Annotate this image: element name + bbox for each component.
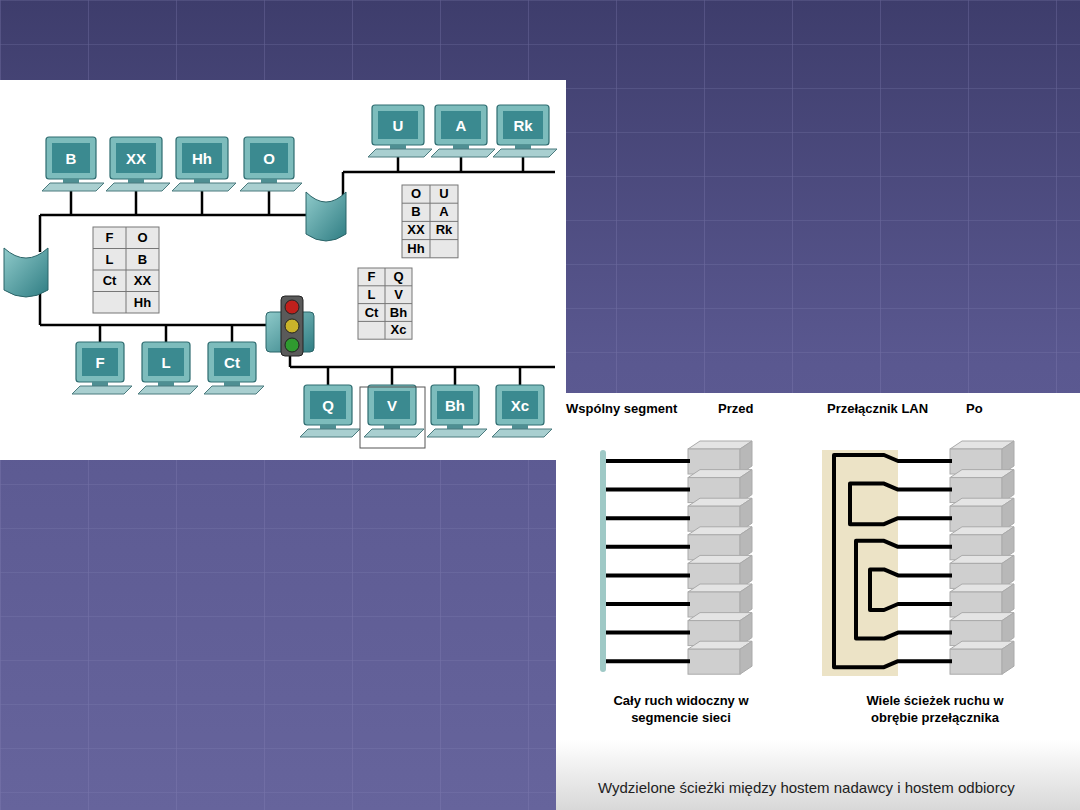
slide-caption: Wydzielone ścieżki między hostem nadawcy… [598, 779, 1068, 796]
bridge-table [93, 227, 159, 313]
computer-screen: Ct [214, 348, 250, 376]
table-cell: L [93, 249, 126, 271]
host-name: L [161, 354, 170, 371]
bridge-table [358, 268, 412, 339]
table-cell: Q [385, 268, 412, 286]
table-cell: Bh [385, 304, 412, 322]
table-cell: F [358, 268, 385, 286]
panel-caption: Cały ruch widoczny w segmencie sieci [598, 692, 764, 726]
bridge-table [402, 185, 458, 258]
computer-screen: Bh [437, 391, 473, 419]
computer-screen: U [378, 111, 418, 139]
computer-screen: F [82, 348, 118, 376]
panel-heading: Wspólny segment [566, 400, 706, 417]
table-cell: V [385, 286, 412, 304]
host-name: Ct [224, 354, 240, 371]
switch-panel [556, 393, 1080, 810]
computer-screen: A [441, 111, 481, 139]
host-name: U [393, 117, 404, 134]
host-name: F [95, 354, 104, 371]
host-name: Hh [192, 150, 212, 167]
panel-heading: Przełącznik LAN [827, 400, 957, 417]
table-cell: Rk [430, 221, 458, 239]
host-name: Bh [445, 397, 465, 414]
computer-screen: Rk [503, 111, 543, 139]
panel-caption: Wiele ścieżek ruchu w obrębie przełączni… [850, 692, 1020, 726]
host-name: Xc [511, 397, 529, 414]
computer-screen: L [148, 348, 184, 376]
panel-heading: Po [966, 400, 1006, 417]
table-cell: Ct [358, 304, 385, 322]
table-cell: O [126, 227, 159, 249]
table-cell: A [430, 203, 458, 221]
network-panel [0, 80, 566, 460]
table-cell: Ct [93, 270, 126, 292]
computer-screen: O [250, 143, 288, 173]
table-cell: B [402, 203, 430, 221]
computer-screen: B [52, 143, 90, 173]
host-name: B [66, 150, 77, 167]
table-cell: XX [402, 221, 430, 239]
table-cell: Xc [385, 321, 412, 339]
network-illustration [4, 105, 557, 448]
host-name: V [387, 397, 397, 414]
host-name: XX [126, 150, 146, 167]
table-cell: XX [126, 270, 159, 292]
table-cell: O [402, 185, 430, 203]
table-cell: F [93, 227, 126, 249]
host-name: O [263, 150, 275, 167]
computer-screen: Hh [182, 143, 222, 173]
table-cell: U [430, 185, 458, 203]
segment-illustration [600, 441, 1014, 676]
table-cell: Hh [402, 240, 430, 258]
computer-screen: XX [116, 143, 156, 173]
host-name: Q [322, 397, 334, 414]
computer-screen: Xc [502, 391, 538, 419]
table-cell: L [358, 286, 385, 304]
host-name: Rk [513, 117, 532, 134]
table-cell: B [126, 249, 159, 271]
panel-heading: Przed [718, 400, 778, 417]
computer-screen: V [374, 391, 410, 419]
table-cell: Hh [126, 292, 159, 314]
computer-screen: Q [310, 391, 346, 419]
host-name: A [456, 117, 467, 134]
